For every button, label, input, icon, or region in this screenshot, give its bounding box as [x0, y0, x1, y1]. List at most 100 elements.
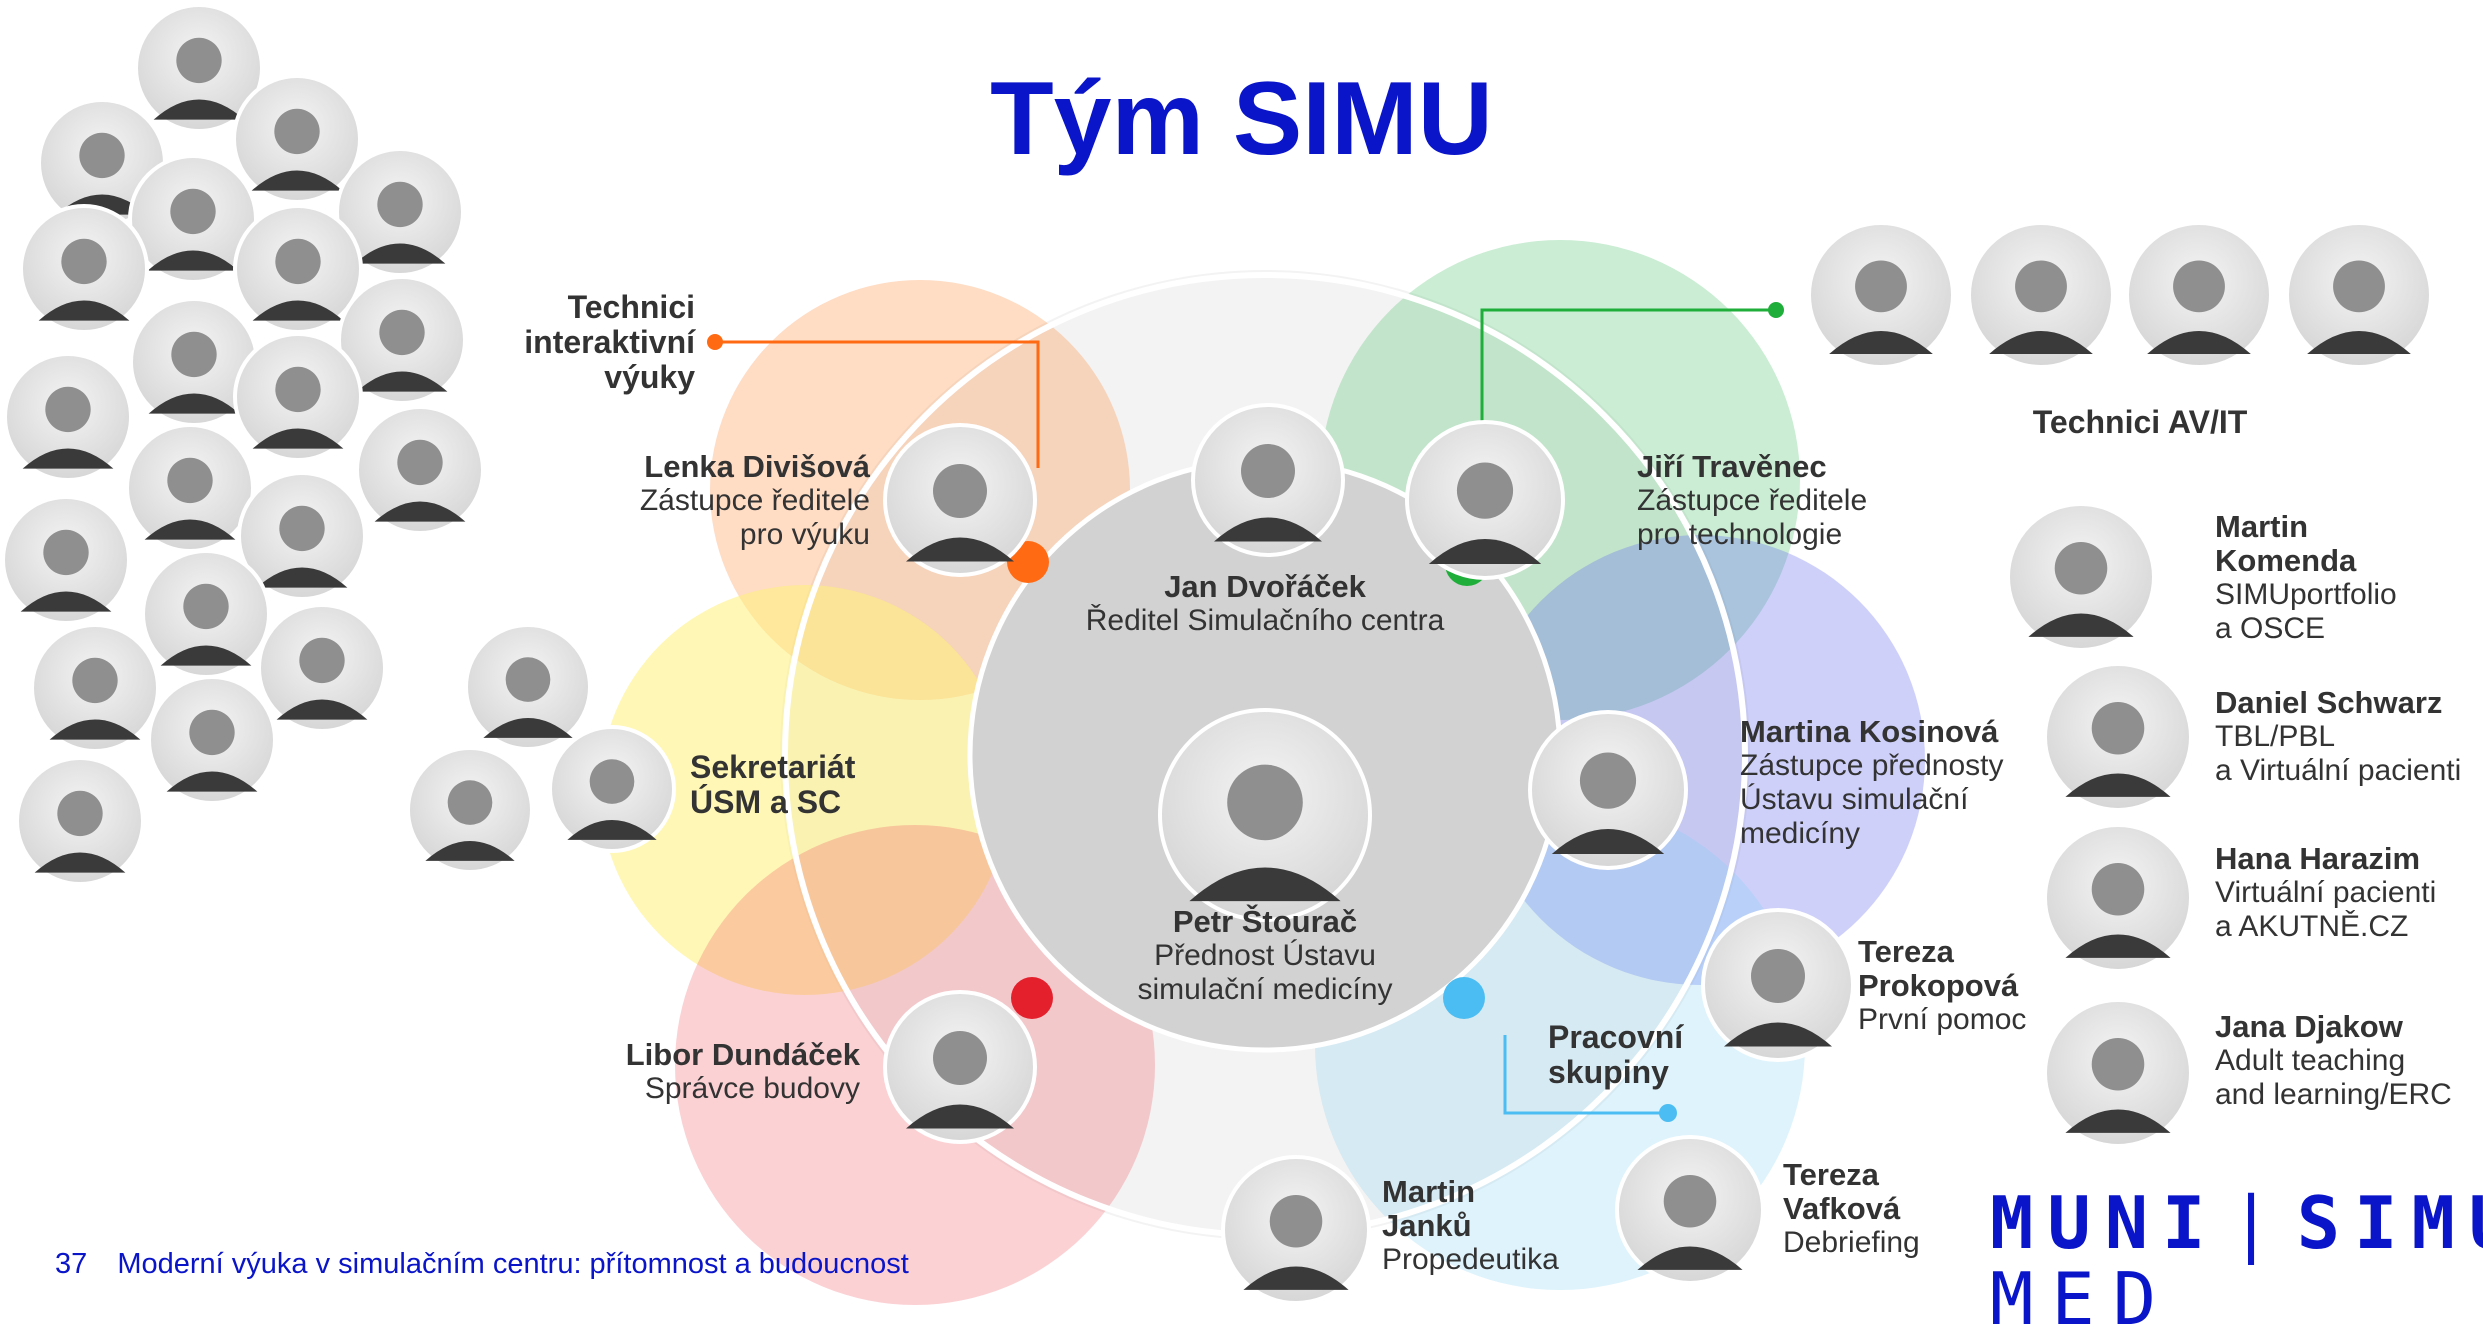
portrait-collage-4 — [128, 154, 258, 284]
portrait-collage-20 — [15, 756, 145, 886]
lead-djakow-role-line2: and learning/ERC — [2215, 1078, 2452, 1111]
portrait-kosinova — [1528, 710, 1688, 870]
janku-block: Martin Janků Propedeutika — [1382, 1175, 1602, 1277]
portraits — [1, 3, 2433, 1305]
portrait-collage-18 — [30, 623, 160, 753]
portrait-collage-5 — [335, 147, 465, 277]
director-block: Jan Dvořáček Ředitel Simulačního centra — [1065, 570, 1465, 638]
group-technici-vyuky-line1: Technici — [567, 289, 695, 325]
group-technici-vyuky-line3: výuky — [604, 359, 695, 395]
portrait-prokopova — [1701, 908, 1855, 1062]
portrait-collage-10 — [3, 352, 133, 482]
prokopova-block: Tereza Prokopová První pomoc — [1858, 935, 2058, 1037]
kosinova-name: Martina Kosinová — [1740, 714, 1999, 749]
dot-small-lightblue — [1659, 1104, 1677, 1122]
group-sekretariat-line1: Sekretariát — [690, 749, 856, 785]
lead-djakow-role-line1: Adult teaching — [2215, 1044, 2406, 1077]
logo-simu: SIMU — [2296, 1181, 2483, 1265]
dot-small-green — [1768, 302, 1784, 318]
portrait-sekretariat-1 — [464, 623, 592, 751]
portrait-collage-1 — [134, 3, 264, 133]
lead-komenda-role-line2: a OSCE — [2215, 612, 2326, 645]
vafkova-name-line1: Tereza — [1783, 1157, 1879, 1192]
footer-page-number: 37 — [55, 1248, 88, 1280]
portrait-collage-6 — [19, 204, 149, 334]
portrait-collage-16 — [141, 549, 271, 679]
footer-text: Moderní výuka v simulačním centru: příto… — [117, 1248, 909, 1280]
dundacek-role: Správce budovy — [644, 1072, 860, 1105]
vafkova-name-line2: Vafková — [1783, 1191, 1901, 1226]
footer: 37 Moderní výuka v simulačním centru: př… — [55, 1248, 909, 1281]
portrait-collage-11 — [233, 332, 363, 462]
dot-orange — [1007, 541, 1049, 583]
portrait-sekretariat-3 — [406, 746, 534, 874]
janku-name-line2: Janků — [1382, 1208, 1472, 1243]
group-pracovni-line2: skupiny — [1548, 1054, 1669, 1090]
dundacek-block: Libor Dundáček Správce budovy — [560, 1038, 860, 1106]
lead-harazim-name: Hana Harazim — [2215, 841, 2421, 876]
portrait-collage-7 — [233, 204, 363, 334]
lead-komenda-name-line1: Martin — [2215, 509, 2308, 544]
portrait-av-3 — [2125, 221, 2273, 369]
divisova-block: Lenka Divišová Zástupce ředitele pro výu… — [560, 450, 870, 552]
head-role-line1: Přednost Ústavu — [1154, 939, 1376, 972]
group-sekretariat: Sekretariát ÚSM a SC — [690, 750, 890, 820]
prokopova-name-line1: Tereza — [1858, 934, 1954, 969]
portrait-collage-13 — [355, 405, 485, 535]
portrait-collage-17 — [257, 603, 387, 733]
group-sekretariat-line2: ÚSM a SC — [690, 784, 842, 820]
lead-harazim-role-line1: Virtuální pacienti — [2215, 876, 2437, 909]
dot-red — [1011, 977, 1053, 1019]
lead-harazim: Hana Harazim Virtuální pacienti a AKUTNĚ… — [2215, 842, 2480, 944]
lead-schwarz-role-line1: TBL/PBL — [2215, 720, 2336, 753]
travenec-name: Jiří Travěnec — [1637, 449, 1827, 484]
lead-schwarz: Daniel Schwarz TBL/PBL a Virtuální pacie… — [2215, 686, 2480, 788]
lead-komenda-role-line1: SIMUportfolio — [2215, 578, 2397, 611]
logo-separator: | — [2229, 1181, 2287, 1265]
lead-komenda: Martin Komenda SIMUportfolio a OSCE — [2215, 510, 2480, 646]
divisova-role-line1: Zástupce ředitele — [639, 484, 870, 517]
portrait-dvoracek — [1191, 403, 1345, 557]
portrait-collage-19 — [147, 675, 277, 805]
group-technici-vyuky-line2: interaktivní — [524, 324, 695, 360]
kosinova-role-line1: Zástupce přednosty — [1740, 749, 2004, 782]
travenec-role-line2: pro technologie — [1637, 518, 1843, 551]
group-technici-av: Technici AV/IT — [2032, 404, 2248, 440]
portrait-collage-15 — [237, 471, 367, 601]
janku-name-line1: Martin — [1382, 1174, 1475, 1209]
head-block: Petr Štourač Přednost Ústavu simulační m… — [1065, 905, 1465, 1007]
dot-lightblue — [1443, 977, 1485, 1019]
vafkova-block: Tereza Vafková Debriefing — [1783, 1158, 1983, 1260]
lead-harazim-role-line2: a AKUTNĚ.CZ — [2215, 910, 2409, 943]
petal-purple — [1475, 535, 1925, 985]
portrait-collage-14 — [1, 495, 131, 625]
divisova-name: Lenka Divišová — [644, 449, 870, 484]
lead-djakow-name: Jana Djakow — [2215, 1009, 2403, 1044]
dundacek-name: Libor Dundáček — [625, 1037, 860, 1072]
portrait-av-1 — [1807, 221, 1955, 369]
prokopova-role: První pomoc — [1858, 1003, 2027, 1036]
portrait-komenda — [2006, 502, 2156, 652]
page-title: Tým SIMU — [990, 61, 1493, 177]
group-pracovni: Pracovní skupiny — [1548, 1020, 1728, 1090]
travenec-block: Jiří Travěnec Zástupce ředitele pro tech… — [1637, 450, 1957, 552]
logo-med: MED — [1990, 1257, 2175, 1341]
portrait-collage-12 — [125, 423, 255, 553]
portrait-av-4 — [2285, 221, 2433, 369]
muni-simu-logo: MUNI|SIMU MED — [1990, 1185, 2483, 1337]
portrait-harazim — [2043, 823, 2193, 973]
kosinova-block: Martina Kosinová Zástupce přednosty Ústa… — [1740, 715, 2060, 851]
portrait-djakow — [2043, 998, 2193, 1148]
kosinova-role-line2: Ústavu simulační — [1740, 783, 1969, 816]
head-name: Petr Štourač — [1172, 904, 1358, 939]
lead-komenda-name-line2: Komenda — [2215, 543, 2357, 578]
portrait-janku — [1221, 1155, 1371, 1305]
vafkova-role: Debriefing — [1783, 1226, 1920, 1259]
lead-djakow: Jana Djakow Adult teaching and learning/… — [2215, 1010, 2480, 1112]
lead-schwarz-role-line2: a Virtuální pacienti — [2215, 754, 2462, 787]
portrait-vafkova — [1615, 1135, 1765, 1285]
portrait-sekretariat-2 — [548, 725, 676, 853]
portrait-stourac — [1158, 708, 1372, 922]
portrait-travenec — [1405, 420, 1565, 580]
head-role-line2: simulační medicíny — [1137, 973, 1393, 1006]
